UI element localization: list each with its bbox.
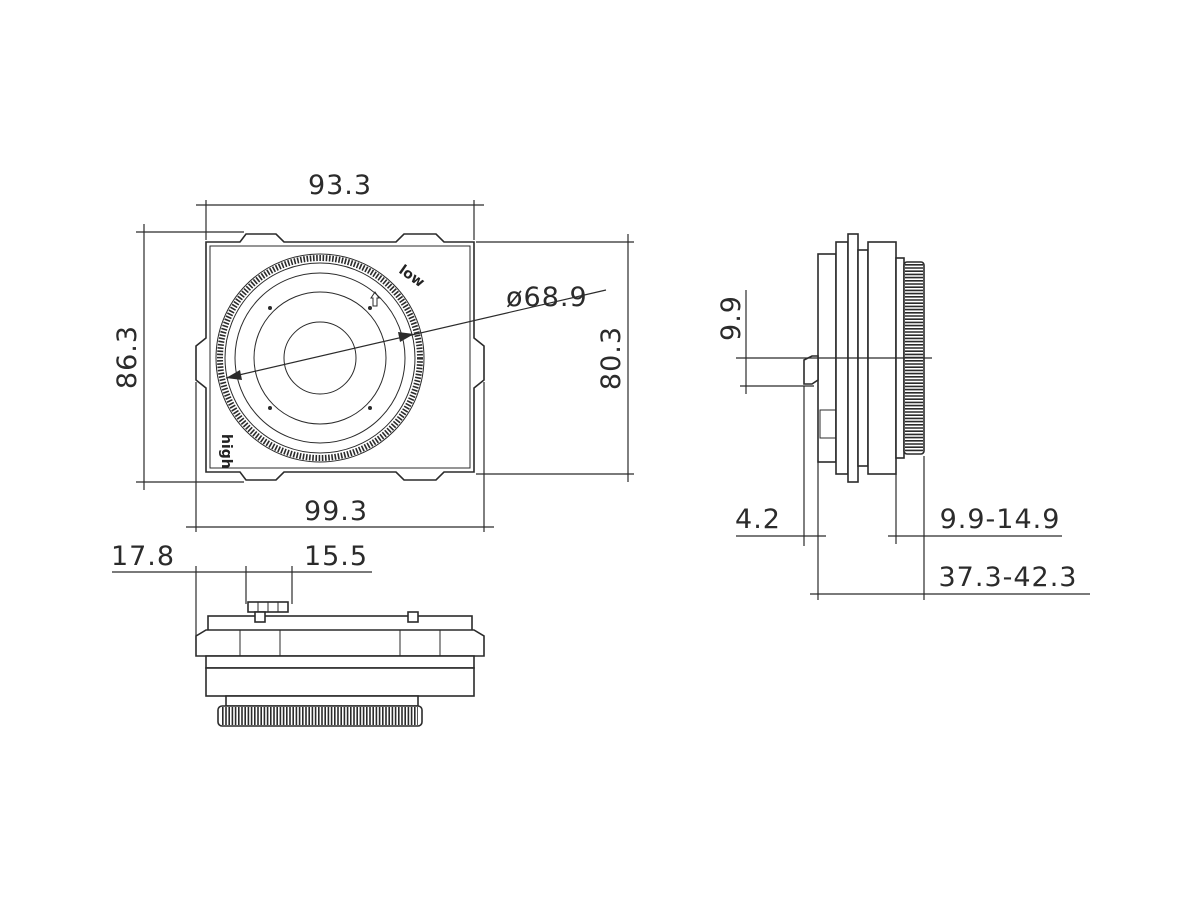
screw-dot: [368, 406, 372, 410]
depth-small-label: 4.2: [735, 504, 781, 535]
bottom-view: 17.8 15.5: [111, 541, 485, 727]
diameter-leader-line: [225, 289, 607, 379]
dial-inner-ring: [234, 272, 406, 444]
diameter-arrow-icon: [226, 370, 242, 380]
marking-high: high: [218, 434, 234, 469]
screw-dot: [368, 306, 372, 310]
front-inner-frame: [209, 245, 471, 469]
bottom-knob: [217, 705, 423, 727]
depth-knob-label: 9.9-14.9: [940, 504, 1061, 535]
width-bottom-label: 99.3: [304, 496, 368, 527]
screw-dot: [268, 406, 272, 410]
offset-left-label: 17.8: [111, 541, 175, 572]
diameter-arrow-icon: [398, 332, 414, 342]
bottom-base-layer: [205, 667, 475, 697]
height-right-label: 80.3: [596, 326, 627, 390]
bottom-neck: [225, 695, 419, 707]
front-housing: [195, 233, 485, 481]
height-left-label: 86.3: [112, 325, 143, 389]
screw-dot: [268, 306, 272, 310]
bottom-mid-layer: [205, 655, 475, 669]
dial-knurl-ring: [217, 255, 423, 461]
height-connector-label: 9.9: [716, 295, 747, 341]
front-view: low high ø68.9 93.3 99.3 86.3 80.3: [112, 170, 634, 532]
dial-ring: [224, 262, 416, 454]
width-top-label: 93.3: [308, 170, 372, 201]
bottom-flange: [195, 629, 485, 657]
depth-total-label: 37.3-42.3: [939, 562, 1078, 593]
lens-ring: [253, 291, 387, 425]
bottom-stud: [254, 611, 266, 623]
arrow-up-icon: [370, 291, 380, 307]
offset-right-label: 15.5: [304, 541, 368, 572]
side-latch: [819, 409, 837, 439]
side-connector: [803, 355, 819, 385]
diameter-label: ø68.9: [506, 282, 588, 313]
dial-outer-ring: [215, 253, 425, 463]
lens-center: [283, 321, 357, 395]
side-view: 9.9 4.2 9.9-14.9 37.3-42.3: [716, 233, 1090, 600]
bottom-stud: [407, 611, 419, 623]
